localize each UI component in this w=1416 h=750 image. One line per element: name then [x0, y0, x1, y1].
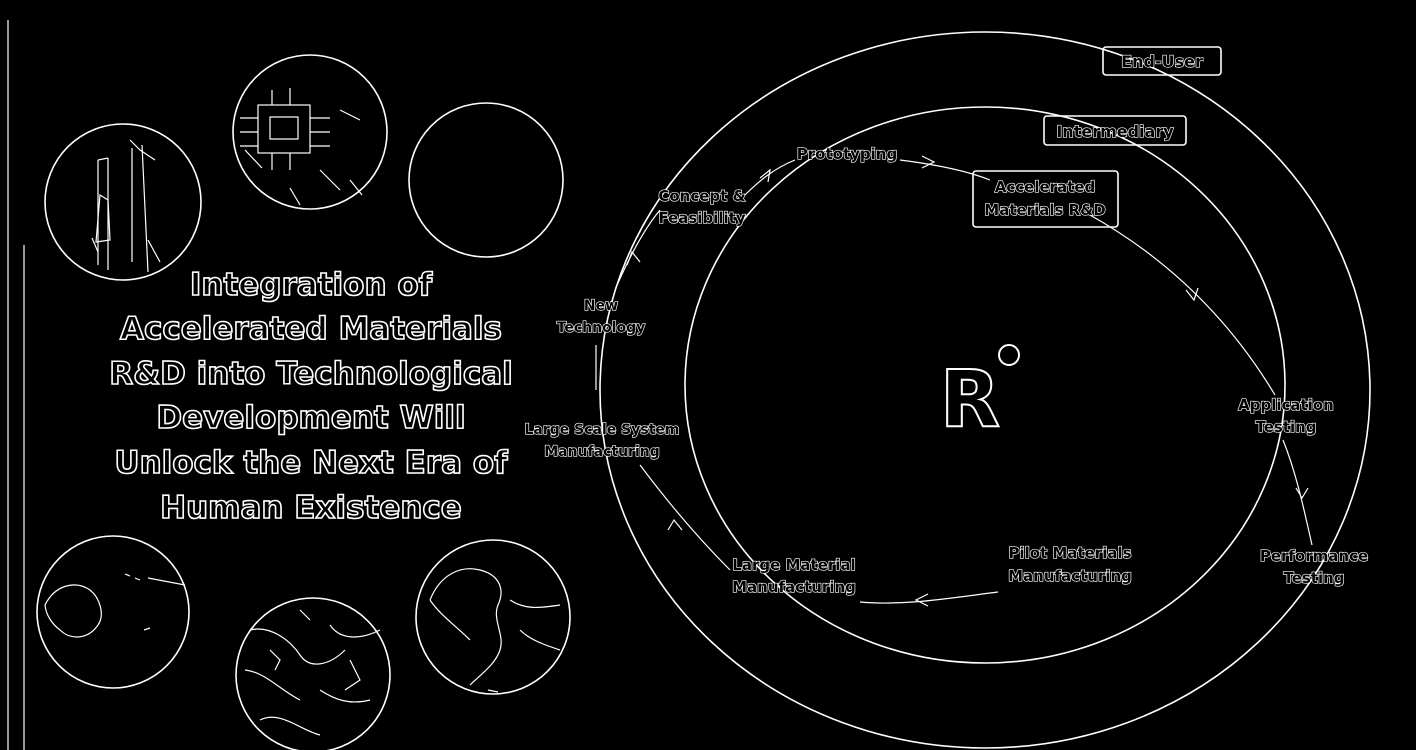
- stage-new-technology: New Technology: [556, 297, 646, 336]
- logo-dot-icon: [998, 344, 1020, 366]
- stage-prototyping: Prototyping: [797, 145, 897, 163]
- arrow-icon: [921, 155, 936, 169]
- intermediary-label: Intermediary: [1056, 122, 1174, 141]
- svg-text:Feasibility: Feasibility: [658, 209, 745, 227]
- arrow-icon: [1185, 287, 1199, 302]
- arrow-icon: [914, 593, 929, 607]
- title-line-1: Integration of: [190, 267, 433, 303]
- svg-text:Manufacturing: Manufacturing: [1008, 567, 1132, 585]
- inner-ring: [684, 106, 1286, 664]
- continent-map-photo: [415, 539, 571, 695]
- svg-text:Performance: Performance: [1260, 547, 1368, 565]
- blank-circle: [408, 102, 564, 258]
- page-title: Integration of Accelerated Materials R&D…: [108, 266, 513, 527]
- svg-text:New: New: [584, 298, 618, 314]
- arrow-icon: [626, 250, 641, 266]
- rocket-launch-photo: [44, 123, 202, 281]
- stage-pilot-materials: Pilot Materials Manufacturing: [1007, 543, 1132, 585]
- stage-performance-testing: Performance Testing: [1259, 546, 1369, 587]
- cycle-flow: [595, 155, 1313, 607]
- title-line-3: R&D into Technological: [109, 356, 513, 392]
- svg-text:Large Scale System: Large Scale System: [525, 422, 680, 438]
- svg-text:Pilot Materials: Pilot Materials: [1008, 544, 1131, 562]
- stage-application-testing: Application Testing: [1238, 395, 1335, 436]
- brand-logo: R: [939, 344, 1020, 446]
- svg-text:Technology: Technology: [557, 320, 646, 336]
- end-user-label: End-User: [1121, 52, 1203, 71]
- svg-text:Materials R&D: Materials R&D: [984, 201, 1105, 219]
- svg-text:Manufacturing: Manufacturing: [544, 444, 660, 460]
- svg-text:Testing: Testing: [1283, 569, 1344, 587]
- end-user-tag: End-User: [1102, 46, 1222, 76]
- stage-large-scale-system: Large Scale System Manufacturing: [524, 421, 680, 460]
- title-line-5: Unlock the Next Era of: [114, 445, 508, 481]
- arrow-icon: [1295, 487, 1309, 500]
- earth-globe-photo: [36, 535, 190, 689]
- title-line-2: Accelerated Materials: [120, 311, 502, 347]
- stage-large-material: Large Material Manufacturing: [731, 555, 856, 596]
- intermediary-tag: Intermediary: [1043, 115, 1187, 146]
- outer-ring: [599, 31, 1371, 749]
- svg-text:Concept &: Concept &: [658, 187, 745, 205]
- svg-text:Application: Application: [1238, 396, 1334, 414]
- microchip-photo: [232, 54, 388, 210]
- svg-text:Large Material: Large Material: [732, 556, 855, 574]
- stage-concept-feasibility: Concept & Feasibility: [658, 186, 747, 227]
- title-line-4: Development Will: [156, 400, 465, 436]
- svg-text:Manufacturing: Manufacturing: [732, 578, 856, 596]
- title-line-6: Human Existence: [160, 490, 462, 526]
- city-aerial-photo: [235, 597, 391, 750]
- arrow-icon: [759, 168, 771, 183]
- svg-text:Testing: Testing: [1255, 418, 1316, 436]
- logo-letter: R: [940, 355, 1000, 445]
- arrow-icon: [667, 518, 683, 531]
- stage-accelerated-materials: Accelerated Materials R&D: [972, 170, 1119, 228]
- svg-text:Accelerated: Accelerated: [995, 178, 1095, 196]
